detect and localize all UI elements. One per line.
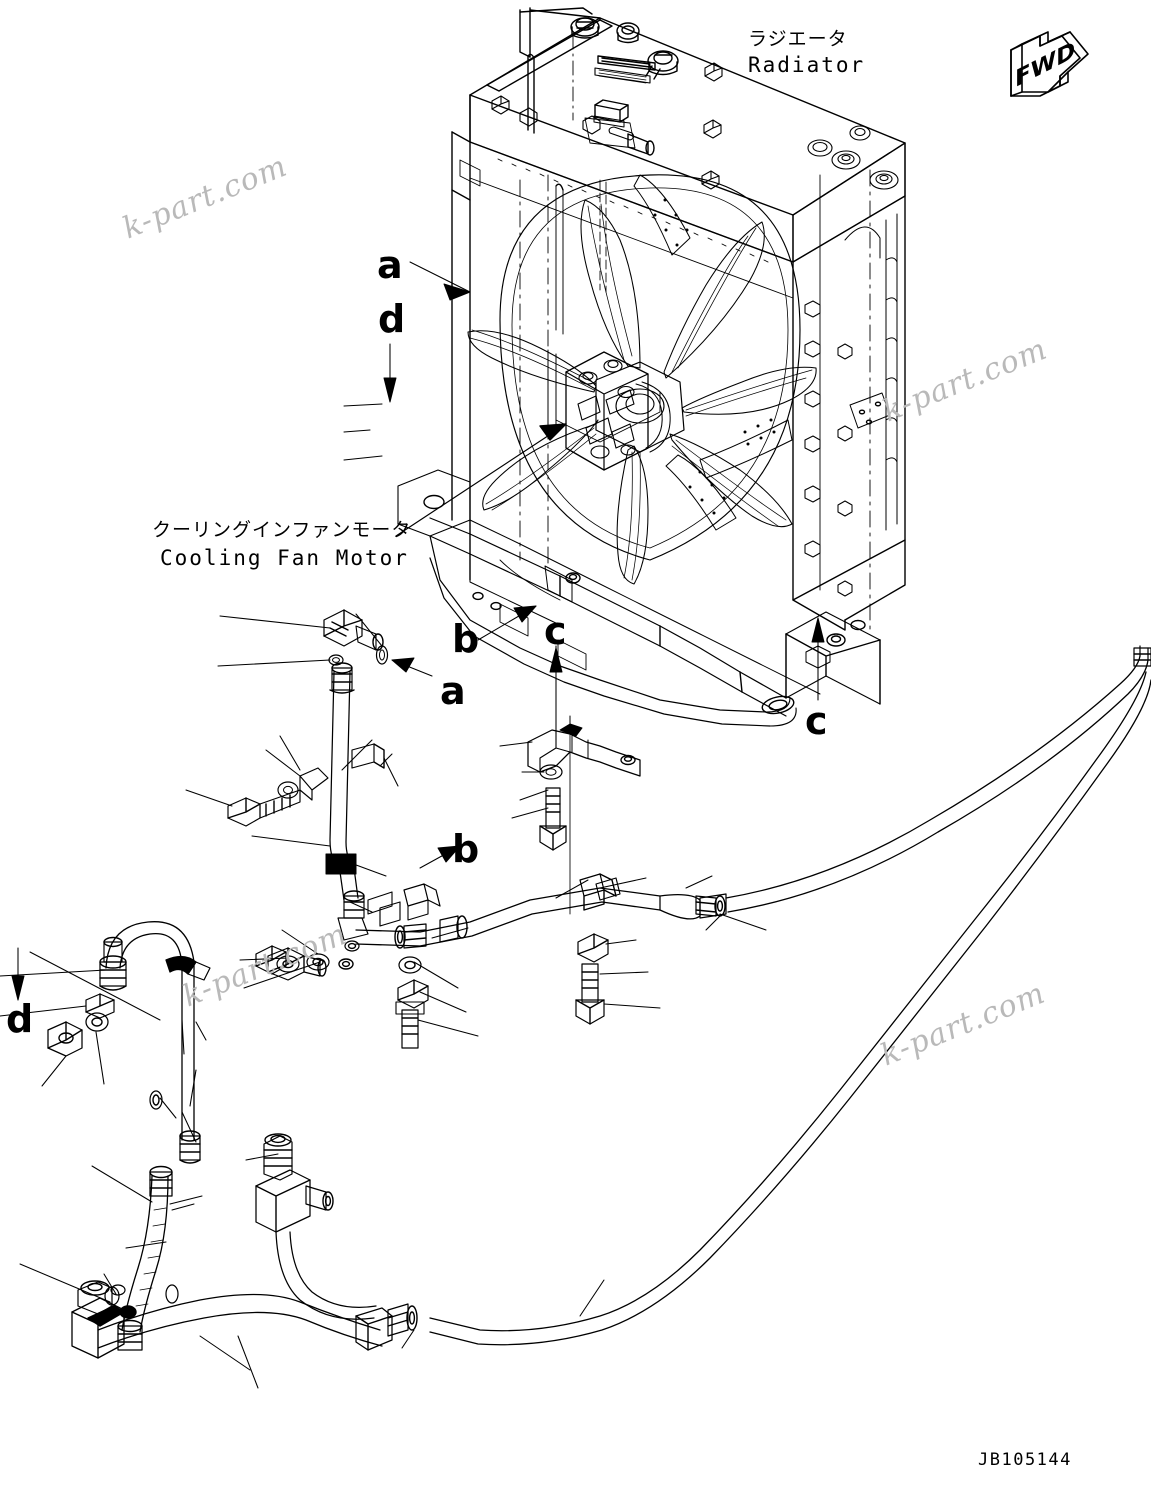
mount-bracket — [527, 715, 641, 915]
leader-lines — [0, 261, 819, 1389]
cooling-fan-motor — [395, 349, 671, 537]
bottom-hose-assembly — [71, 1280, 418, 1359]
radiator-label-en: Radiator — [748, 53, 866, 77]
callout-c-lower: c — [805, 699, 828, 743]
lower-frame — [397, 469, 881, 727]
tee-block-assembly — [255, 1133, 377, 1320]
fwd-arrow-icon — [1010, 31, 1089, 97]
hose-return-lower — [117, 1165, 179, 1351]
horizontal-tube-middle — [255, 873, 726, 1049]
drawing-number: JB105144 — [978, 1450, 1072, 1470]
hose-long-right — [429, 645, 1151, 1346]
callout-d-upper: d — [378, 297, 406, 341]
callout-c-upper: c — [544, 609, 567, 653]
callout-a-mid: a — [440, 669, 466, 713]
callout-b-mid: b — [452, 827, 480, 871]
callout-b-upper: b — [452, 617, 480, 661]
callout-d-left: d — [6, 997, 34, 1041]
callout-a-upper: a — [377, 243, 403, 287]
cooling-fan-motor-label-jp: クーリングインファンモータ — [152, 519, 412, 541]
cooling-fan-motor-label-en: Cooling Fan Motor — [160, 546, 409, 570]
arrow-heads — [11, 283, 825, 1001]
fan-shroud-assembly — [467, 174, 817, 585]
radiator-assembly — [451, 7, 906, 631]
radiator-label-jp: ラジエータ — [748, 28, 848, 50]
